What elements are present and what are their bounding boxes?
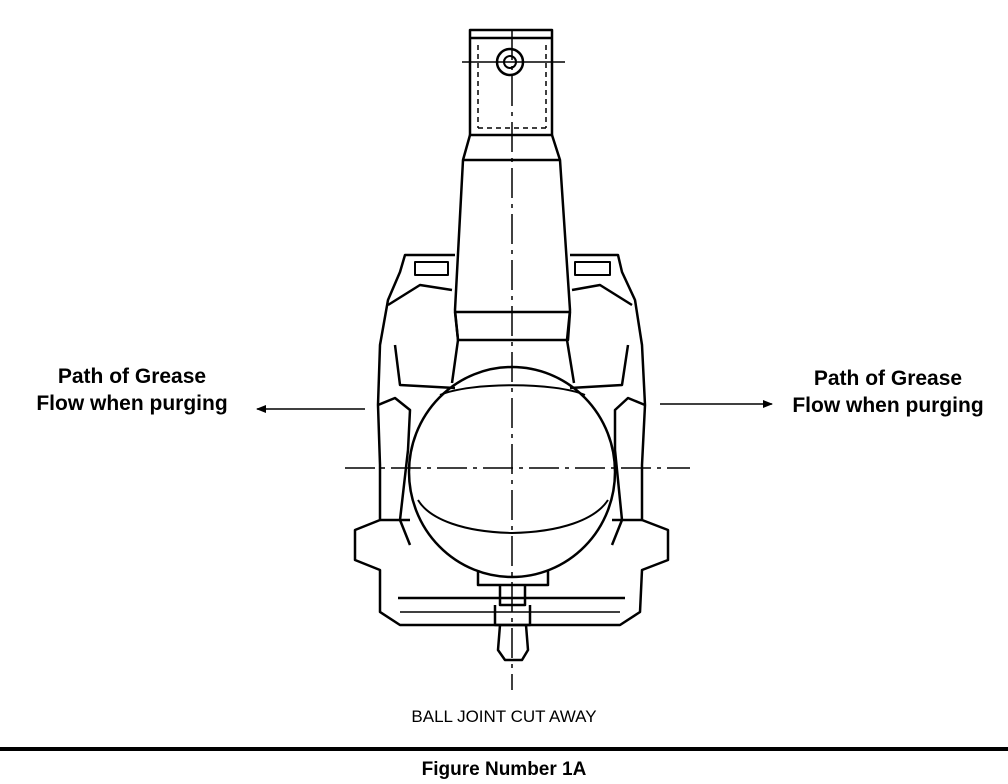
figure-number: Figure Number 1A [421, 759, 587, 780]
stud-taper [450, 134, 576, 384]
grease-flow-label-right: Path of Grease Flow when purging [758, 365, 1008, 419]
grease-flow-label-right-line2: Flow when purging [792, 394, 984, 417]
stud-top [462, 28, 565, 137]
figure-divider [0, 747, 1008, 751]
grease-flow-label-left: Path of Grease Flow when purging [2, 363, 262, 417]
diagram-caption: BALL JOINT CUT AWAY [411, 707, 597, 726]
housing [353, 253, 670, 627]
grease-flow-label-right-line1: Path of Grease [813, 367, 963, 390]
grease-flow-label-left-line1: Path of Grease [57, 365, 207, 388]
grease-flow-label-left-line2: Flow when purging [36, 392, 228, 415]
